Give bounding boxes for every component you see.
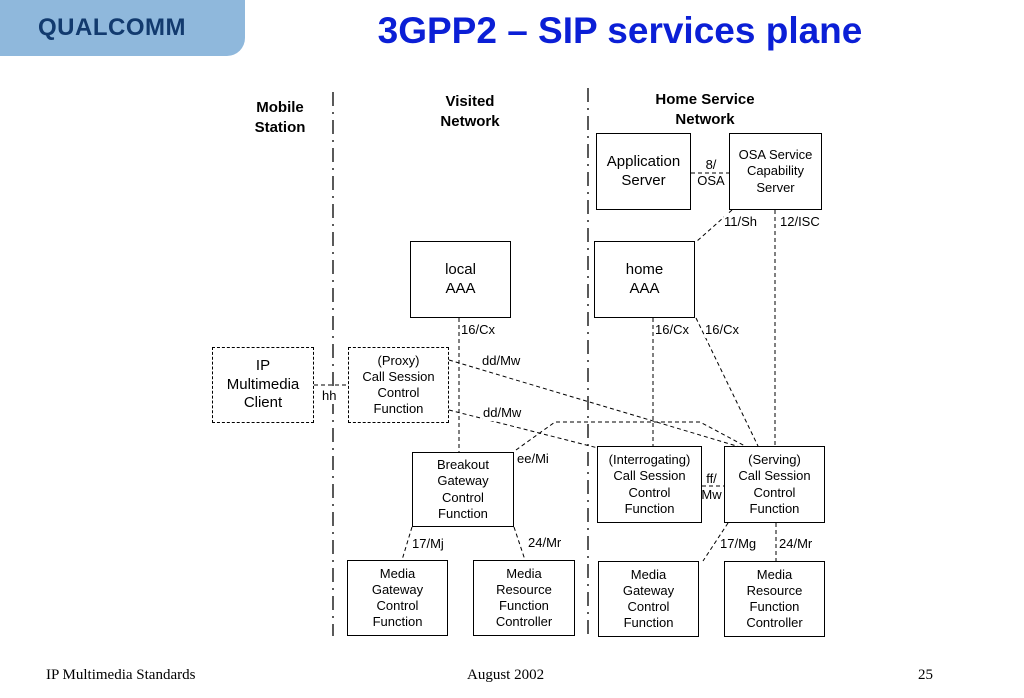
label-mr-home: 24/Mr <box>779 536 813 553</box>
box-serving-cscf: (Serving) Call Session Control Function <box>724 446 825 523</box>
label-cx-home-1: 16/Cx <box>655 322 689 339</box>
label-isc: 12/ISC <box>780 214 820 231</box>
label-sh: 11/Sh <box>724 214 758 231</box>
link-proxy-serving <box>448 359 741 448</box>
box-visited-mrfc: Media Resource Function Controller <box>473 560 575 636</box>
label-cx-home-2: 16/Cx <box>705 322 739 339</box>
box-osa-scs-label: OSA Service Capability Server <box>738 147 813 195</box>
link-mj <box>401 526 413 561</box>
box-breakout-gcf-label: Breakout Gateway Control Function <box>436 457 490 521</box>
link-ee-mi <box>515 421 746 451</box>
box-osa-scs: OSA Service Capability Server <box>729 133 822 210</box>
footer-page-number: 25 <box>918 667 933 683</box>
box-application-server-label: Application Server <box>606 152 681 189</box>
link-proxy-interrogating <box>448 409 599 449</box>
box-proxy-cscf-label: (Proxy) Call Session Control Function <box>362 352 435 417</box>
slide-title: 3GPP2 – SIP services plane <box>377 10 863 51</box>
label-dd-mw-1: dd/Mw <box>482 353 521 368</box>
box-interrogating-cscf: (Interrogating) Call Session Control Fun… <box>597 446 702 523</box>
box-home-mrfc: Media Resource Function Controller <box>724 561 825 637</box>
label-cx-local: 16/Cx <box>461 322 495 339</box>
label-ee-mi: ee/Mi <box>517 451 549 468</box>
box-home-aaa: home AAA <box>594 241 695 318</box>
box-home-mrfc-label: Media Resource Function Controller <box>746 566 803 631</box>
box-visited-mrfc-label: Media Resource Function Controller <box>495 565 553 630</box>
box-proxy-cscf: (Proxy) Call Session Control Function <box>348 347 449 423</box>
box-home-mgcf-label: Media Gateway Control Function <box>622 566 675 631</box>
footer-left: IP Multimedia Standards <box>46 667 196 683</box>
label-hh: hh <box>322 388 337 405</box>
link-mg <box>702 522 729 562</box>
header-visited-network: Visited Network <box>440 93 500 131</box>
qualcomm-logo: QUALCOMM <box>0 0 245 56</box>
label-ff-mw: ff/ Mw <box>701 471 722 503</box>
box-local-aaa: local AAA <box>410 241 511 318</box>
label-mr-visited: 24/Mr <box>528 535 562 552</box>
box-serving-cscf-label: (Serving) Call Session Control Function <box>738 452 811 516</box>
label-dd-mw-2: dd/Mw <box>483 405 522 422</box>
label-osa: 8/ OSA <box>697 157 725 189</box>
header-home-network: Home Service Network <box>655 91 755 129</box>
footer-date: August 2002 <box>467 667 545 683</box>
box-home-mgcf: Media Gateway Control Function <box>598 561 699 637</box>
box-local-aaa-label: local AAA <box>445 260 476 297</box>
link-cx-home-2 <box>695 317 759 447</box>
box-visited-mgcf-label: Media Gateway Control Function <box>371 565 424 630</box>
box-breakout-gcf: Breakout Gateway Control Function <box>412 452 514 527</box>
box-ip-multimedia-client-label: IP Multimedia Client <box>226 356 300 412</box>
label-mg: 17/Mg <box>720 536 757 553</box>
box-home-aaa-label: home AAA <box>625 260 664 297</box>
box-visited-mgcf: Media Gateway Control Function <box>347 560 448 636</box>
header-mobile-station: Mobile Station <box>254 99 306 137</box>
box-ip-multimedia-client: IP Multimedia Client <box>212 347 314 423</box>
label-mj: 17/Mj <box>412 536 444 553</box>
box-interrogating-cscf-label: (Interrogating) Call Session Control Fun… <box>608 452 691 516</box>
box-application-server: Application Server <box>596 133 691 210</box>
link-mr-visited <box>513 526 526 561</box>
logo-text: QUALCOMM <box>38 14 186 41</box>
